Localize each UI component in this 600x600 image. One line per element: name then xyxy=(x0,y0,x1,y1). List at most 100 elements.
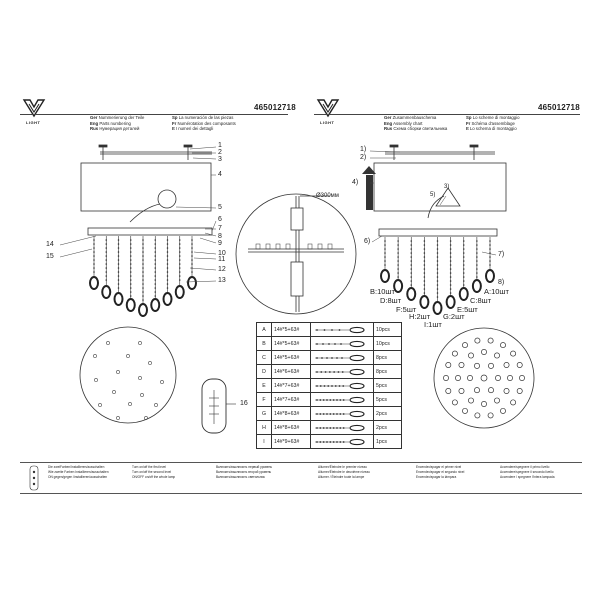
pendant-position xyxy=(510,350,517,357)
crystal-bead xyxy=(384,240,386,242)
pendant-label-f: F:5шт xyxy=(396,305,417,314)
step-label-6: 6) xyxy=(364,238,371,245)
crystal-bead xyxy=(178,239,181,241)
crystal-bead xyxy=(436,276,439,278)
crystal-bead xyxy=(397,240,399,242)
crystal-bead xyxy=(166,255,169,257)
crystal-bead xyxy=(489,244,491,246)
right-model-code: 465012718 xyxy=(538,103,580,112)
pendant-ring xyxy=(419,295,430,309)
crystal-bead xyxy=(410,284,413,286)
crystal-bead xyxy=(191,251,193,253)
crystal-bead xyxy=(166,251,169,253)
crystal-bead xyxy=(462,276,465,278)
footer-text: ON/OFF on/off the whole lamp xyxy=(132,475,176,480)
lang-code: Fr xyxy=(172,120,177,126)
crystal-bead xyxy=(105,279,108,281)
crystal-bead xyxy=(397,260,399,262)
mount-hole xyxy=(126,354,130,358)
crystal-bead xyxy=(154,259,157,261)
crystal-bead xyxy=(93,255,95,257)
connector-tick xyxy=(285,243,291,250)
pendant-position xyxy=(494,397,500,404)
part-quantity: 8pcs xyxy=(373,364,402,379)
crystal-bead xyxy=(129,267,132,269)
crystal-bead xyxy=(462,252,465,254)
pendant-ring xyxy=(150,298,161,312)
crystal-bead xyxy=(154,283,157,285)
crystal-bead xyxy=(449,276,452,278)
crystal-bead xyxy=(462,272,465,274)
pendant-ring xyxy=(393,279,404,293)
footer-text: Wie zweite Farben Installieren/ausschalt… xyxy=(48,470,109,475)
crystal-bead xyxy=(384,260,386,262)
pendant-ring xyxy=(162,292,173,306)
center-hole xyxy=(480,374,488,382)
pendant-label-g: G:2шт xyxy=(443,312,465,321)
crystal-bead xyxy=(105,247,108,249)
crystal-bead xyxy=(142,239,144,241)
pendant-label-h: H:2шт xyxy=(409,312,431,321)
crystal-bead xyxy=(117,279,120,281)
crystal-bead xyxy=(462,256,465,258)
crystal-bead xyxy=(476,252,478,254)
callout-10: 10 xyxy=(218,250,226,257)
pendant-position xyxy=(468,352,474,359)
crystal-bead xyxy=(154,247,157,249)
pendant-position xyxy=(458,388,465,394)
crystal-bead xyxy=(142,267,144,269)
callout-11: 11 xyxy=(218,256,226,263)
crystal-bead xyxy=(178,275,181,277)
crystal-bead xyxy=(462,284,465,286)
crystal-bead xyxy=(129,251,132,253)
pendant-position xyxy=(451,399,458,406)
pendant-position xyxy=(462,342,468,349)
pendant-position xyxy=(481,401,487,407)
title-line: Numérotation des composants xyxy=(177,120,236,126)
crystal-bead xyxy=(397,276,399,278)
pendant-ring xyxy=(458,287,469,301)
crystal-bead xyxy=(449,256,452,258)
crystal-bead xyxy=(476,276,478,278)
crystal-bead xyxy=(384,248,386,250)
lang-code: It xyxy=(466,126,469,132)
title-line: La numeración de las piezas xyxy=(178,115,234,120)
step-label-4: 4) xyxy=(352,179,359,186)
crystal-bead xyxy=(129,239,132,241)
crystal-bead xyxy=(476,244,478,246)
crystal-bead xyxy=(410,248,413,250)
crystal-bead xyxy=(129,279,132,281)
pendant-ring xyxy=(406,287,417,301)
crystal-bead xyxy=(105,243,108,245)
step-label-7: 7) xyxy=(498,251,505,258)
pendant-position xyxy=(455,375,461,381)
brand-logo-right: LIGHT xyxy=(316,96,340,126)
crystal-bead xyxy=(117,259,120,261)
crystal-bead xyxy=(462,260,465,262)
crystal-bead xyxy=(178,247,181,249)
footer-text: Включить/выключить светильник xyxy=(216,475,265,480)
crystal-bead xyxy=(462,240,465,242)
crystal-bead xyxy=(489,256,491,258)
crystal-bead xyxy=(154,267,157,269)
logo-icon xyxy=(316,99,340,118)
crystal-bead xyxy=(462,280,465,282)
part-strand-icon xyxy=(310,434,374,449)
crystal-bead xyxy=(436,264,439,266)
pendant-ring xyxy=(138,303,148,317)
crystal-bead xyxy=(93,239,95,241)
crystal-bead xyxy=(436,280,439,282)
title-line: I numeri dei dettagli xyxy=(175,126,214,132)
left-pendant-strands xyxy=(89,236,197,317)
crystal-bead xyxy=(462,244,465,246)
mount-hole xyxy=(116,370,120,374)
crystal-bead xyxy=(397,248,399,250)
crystal-bead xyxy=(436,240,439,242)
lang-code: Sp xyxy=(172,115,178,120)
pendant-position xyxy=(510,399,517,406)
crystal-bead xyxy=(436,244,439,246)
crystal-bead xyxy=(449,260,452,262)
